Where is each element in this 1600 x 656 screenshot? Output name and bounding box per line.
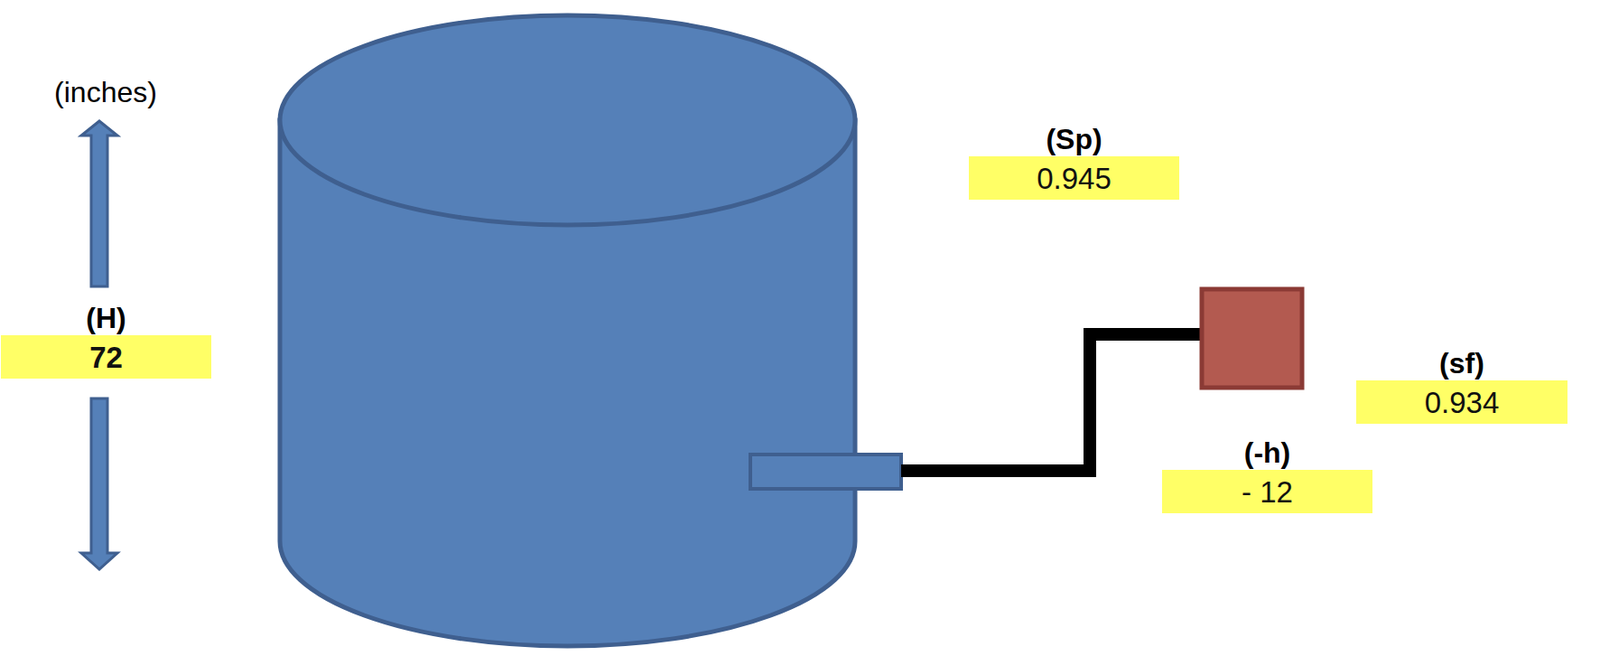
variable-name: (Sp) (968, 121, 1180, 157)
transmitter-box (1201, 288, 1303, 388)
tank-nozzle (750, 454, 902, 489)
value-box: 0.934 (1356, 380, 1568, 424)
value-field: (sf)0.934 (1356, 345, 1568, 424)
impulse-line (901, 334, 1205, 471)
tank-cylinder (279, 15, 856, 646)
variable-name: (-h) (1162, 435, 1373, 470)
value-box: 72 (0, 334, 212, 379)
value-box: 0.945 (968, 156, 1180, 200)
value-field: (Sp)0.945 (968, 121, 1180, 200)
unit-label: (inches) (54, 74, 158, 110)
value-field: (H)72 (0, 300, 212, 379)
variable-name: (H) (0, 300, 212, 335)
variable-name: (sf) (1356, 345, 1568, 381)
value-field: (-h)- 12 (1162, 435, 1373, 513)
value-box: - 12 (1162, 469, 1373, 513)
